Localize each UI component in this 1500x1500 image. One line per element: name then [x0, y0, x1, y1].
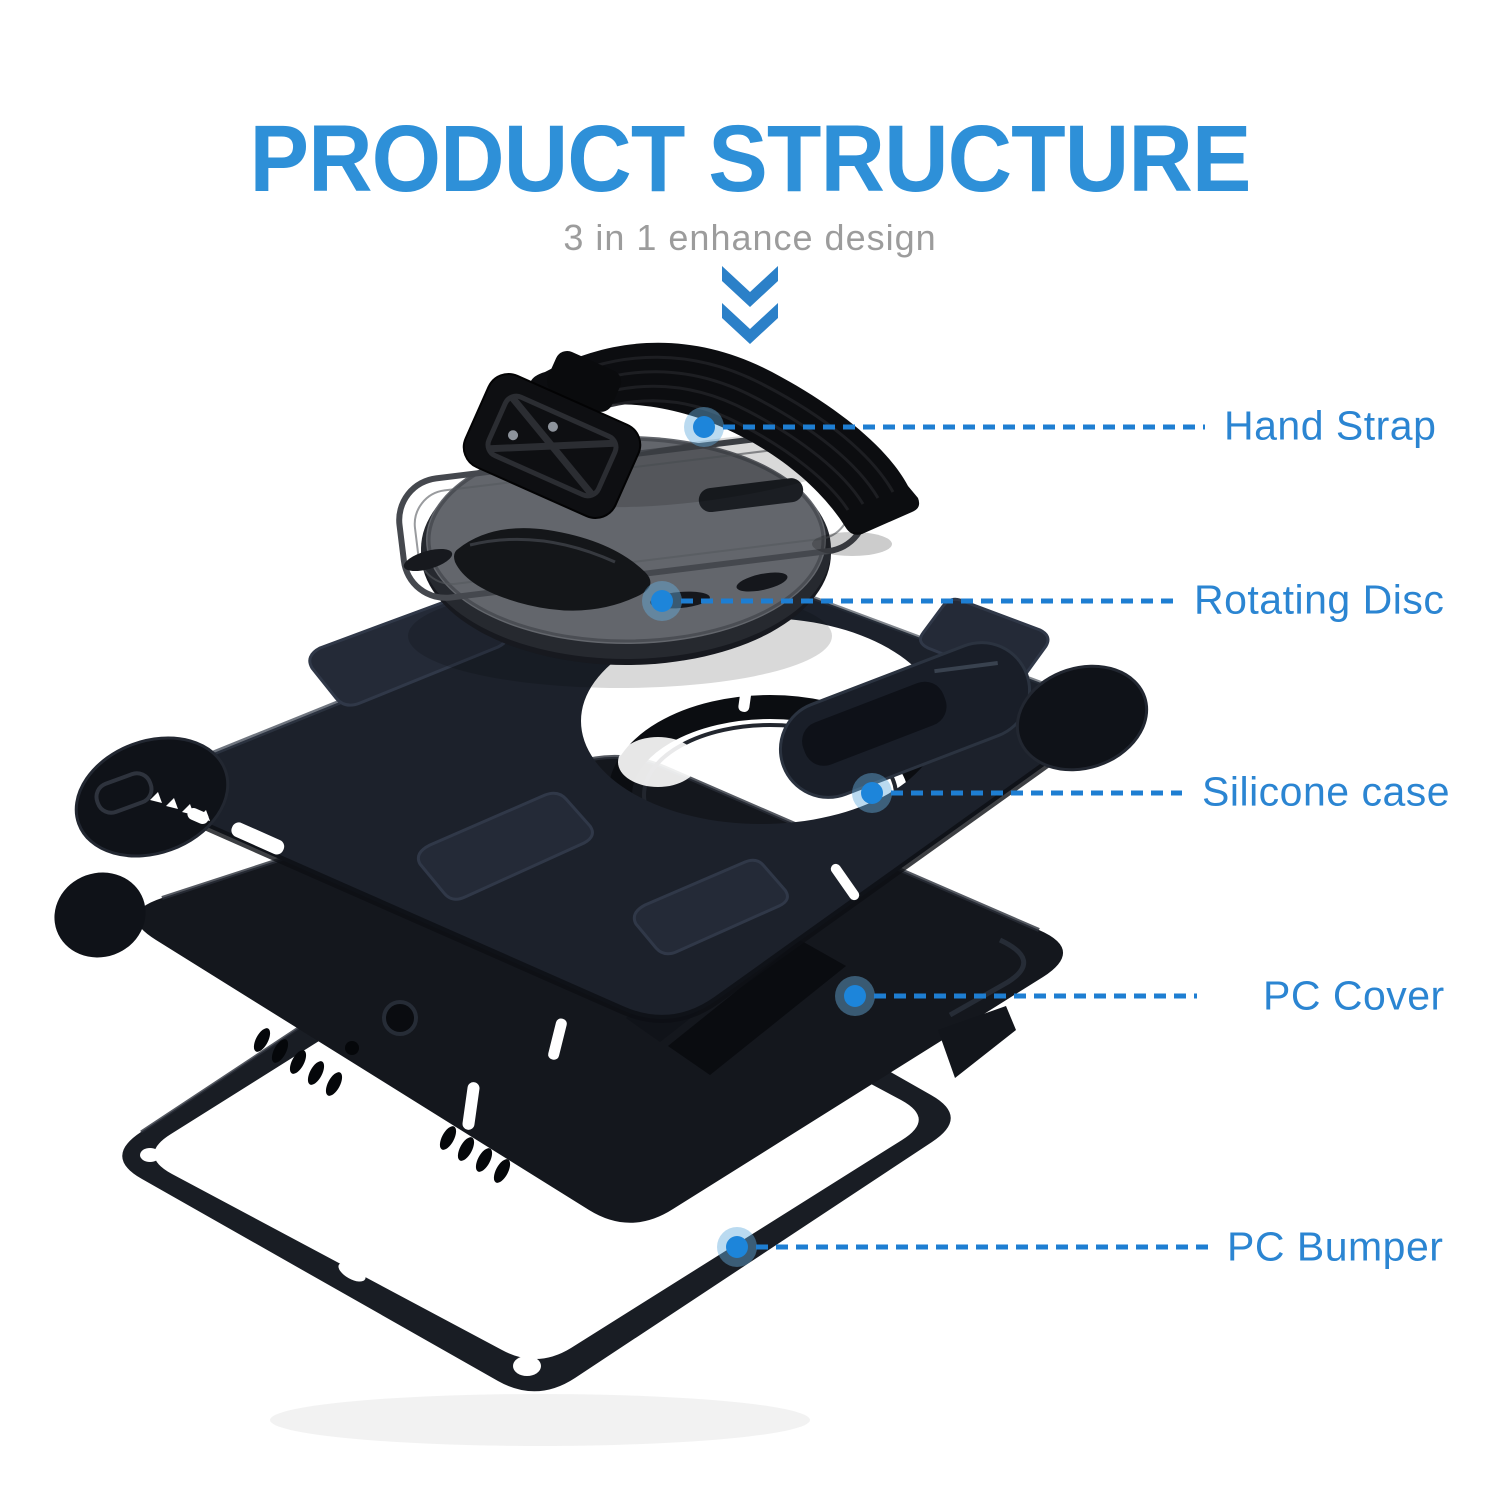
pc-bumper-anchor-dot	[726, 1236, 748, 1258]
silicone-corner-button	[94, 771, 154, 815]
cover-bone-cutout	[462, 1082, 480, 1130]
silicone-kickstand-holder	[778, 641, 1032, 799]
bumper-slot-hole	[338, 1262, 366, 1282]
strap-band	[529, 342, 920, 535]
silicone-speaker-notches	[150, 792, 210, 821]
strap-buckle	[462, 350, 642, 519]
kickstand-leg	[668, 940, 846, 1075]
cover-edge-fragment	[938, 1006, 1016, 1078]
silicone-bone-cutout	[830, 863, 860, 901]
callout-label-rotating-disc: Rotating Disc	[1194, 576, 1445, 623]
silicone-case-leader	[852, 773, 1182, 813]
bumper-screw-hole	[140, 1148, 160, 1162]
page-title: PRODUCT STRUCTURE	[249, 106, 1251, 212]
callout-label-pc-bumper: PC Bumper	[1227, 1223, 1444, 1270]
bumper-screw-hole	[513, 1356, 541, 1376]
cover-speaker-slots	[253, 1028, 511, 1183]
cover-corner-lip	[948, 937, 1027, 1018]
pc-cover-leader	[835, 976, 1197, 1016]
hand-strap-part	[462, 342, 920, 556]
strap-end-shadow	[812, 532, 892, 556]
bumper-shadow	[270, 1394, 810, 1446]
silicone-edge-shade	[171, 740, 1078, 1023]
silicone-corner-bumper	[1015, 664, 1149, 772]
hand-strap-anchor-dot	[693, 416, 715, 438]
silicone-case-part	[74, 565, 1149, 1023]
silicone-port-cutout	[231, 822, 285, 855]
silicone-bone-cutout	[738, 664, 755, 712]
callout-label-silicone-case: Silicone case	[1202, 768, 1451, 815]
disc-handle-cutout	[454, 528, 651, 611]
callout-label-hand-strap: Hand Strap	[1224, 402, 1437, 449]
callout-label-pc-cover: PC Cover	[1263, 972, 1445, 1019]
callout-leaders	[642, 407, 1210, 1267]
silicone-corner-bumper	[74, 736, 230, 858]
rotating-disc-anchor-dot	[651, 590, 673, 612]
page-subtitle: 3 in 1 enhance design	[563, 217, 937, 258]
pc-cover-anchor-dot	[844, 985, 866, 1007]
silicone-body	[148, 565, 1096, 1019]
cover-corner-cap	[54, 872, 146, 958]
hand-strap-leader	[684, 407, 1205, 447]
silicone-case-anchor-dot	[861, 782, 883, 804]
ring-gap-highlight	[618, 737, 698, 787]
bumper-screw-hole	[853, 1119, 871, 1131]
disc-rim-slot	[736, 572, 788, 592]
cover-camera-hole	[382, 1000, 418, 1036]
cover-mic-hole	[345, 1041, 359, 1055]
disc-rim-slot	[403, 548, 453, 572]
cover-bone-cutout	[548, 1018, 567, 1060]
pc-bumper-leader	[717, 1227, 1210, 1267]
disc-handle-edge	[469, 537, 616, 564]
double-chevron-down-icon	[722, 266, 778, 344]
rotating-disc-leader	[642, 581, 1178, 621]
